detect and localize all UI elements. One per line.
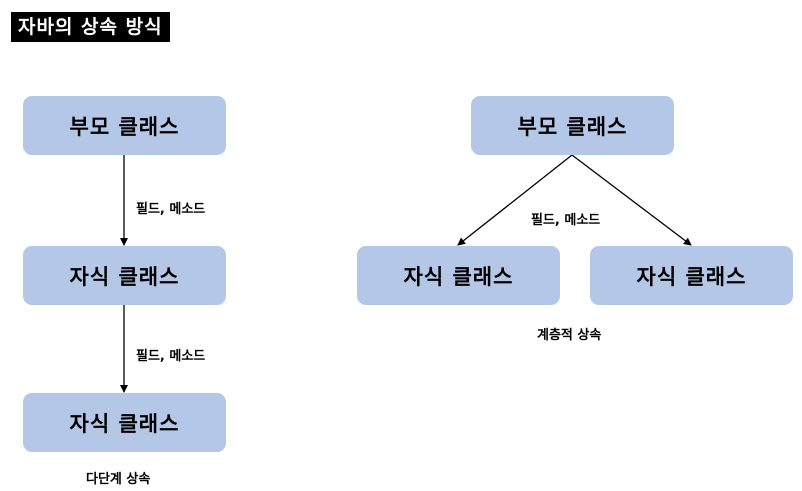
hierarchical-left-child-class-node: 자식 클래스: [357, 246, 560, 305]
hierarchical-parent-class-node: 부모 클래스: [471, 96, 674, 155]
arrow-parent-to-right-child: [571, 154, 692, 246]
arrow-parent-to-left-child: [457, 154, 573, 246]
multilevel-parent-class-node: 부모 클래스: [23, 96, 226, 155]
hierarchical-caption: 계층적 상속: [537, 328, 602, 343]
hierarchical-right-child-class-node: 자식 클래스: [590, 246, 793, 305]
multilevel-edge-label-2: 필드, 메소드: [136, 349, 206, 364]
multilevel-edge-label-1: 필드, 메소드: [136, 202, 206, 217]
page-title: 자바의 상속 방식: [11, 12, 170, 42]
multilevel-caption: 다단계 상속: [86, 472, 151, 487]
multilevel-grandchild-class-node: 자식 클래스: [23, 393, 226, 452]
multilevel-child-class-node: 자식 클래스: [23, 246, 226, 305]
hierarchical-edge-label: 필드, 메소드: [531, 213, 601, 228]
